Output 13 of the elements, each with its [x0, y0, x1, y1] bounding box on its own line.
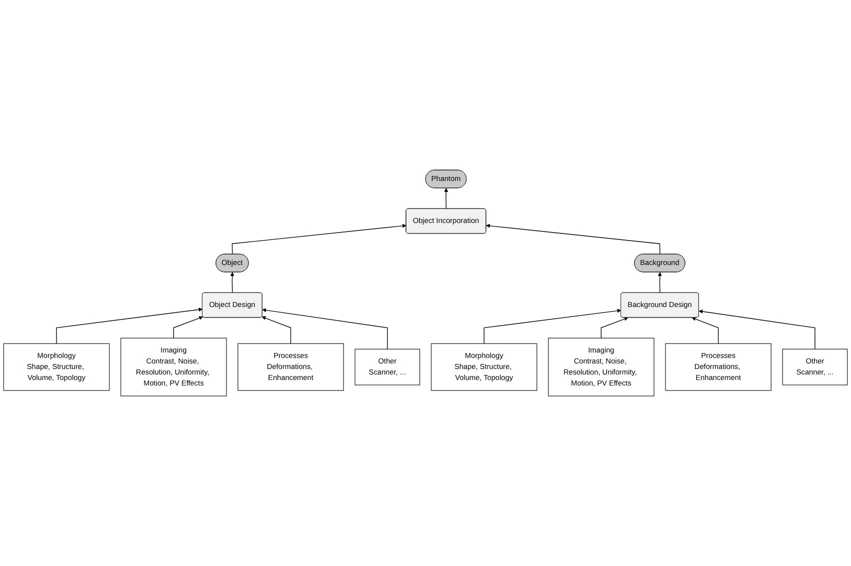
arrow [444, 188, 448, 210]
arrow [486, 224, 660, 255]
arrow [56, 308, 203, 344]
arrow [173, 316, 204, 338]
arrow [484, 308, 622, 344]
arrow [262, 308, 388, 350]
arrow [262, 316, 292, 344]
arrow [600, 317, 628, 338]
arrow [698, 310, 816, 350]
arrow [692, 317, 719, 344]
arrow [232, 224, 406, 255]
arrow [230, 272, 234, 294]
arrow [658, 272, 662, 294]
